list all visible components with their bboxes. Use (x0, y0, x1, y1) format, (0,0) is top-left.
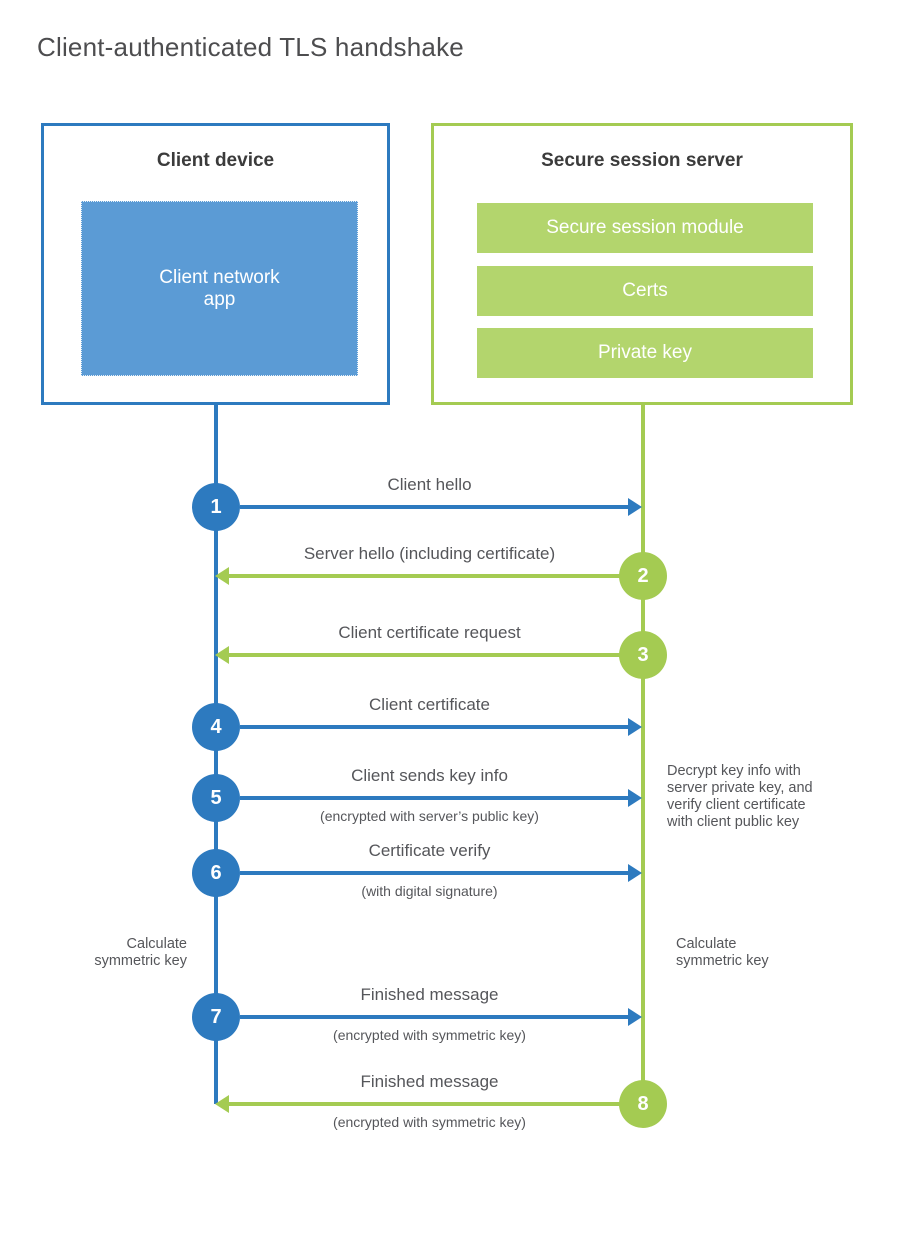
secure-session-server-box: Secure session server Secure session mod… (431, 123, 853, 405)
step-1-number: 1 (210, 495, 222, 518)
client-device-box: Client device Client network app (41, 123, 390, 405)
step-3-number: 3 (637, 643, 649, 666)
calculate-symmetric-key-note-right: Calculate symmetric key (676, 936, 769, 970)
secure-session-module: Secure session module (477, 203, 813, 253)
step-5-badge: 5 (192, 774, 240, 822)
step-2-number: 2 (637, 564, 649, 587)
client-network-app-module: Client network app (81, 201, 358, 376)
step-2-arrowhead-icon (215, 567, 229, 585)
step-7-arrowhead-icon (628, 1008, 642, 1026)
step-6-arrowhead-icon (628, 864, 642, 882)
step-8-number: 8 (637, 1092, 649, 1115)
step-4-arrowhead-icon (628, 718, 642, 736)
step-5-sublabel: (encrypted with server’s public key) (320, 808, 539, 824)
step-3-label: Client certificate request (338, 623, 521, 642)
step-7-number: 7 (210, 1005, 222, 1028)
step-7-badge: 7 (192, 993, 240, 1041)
client-device-title: Client device (156, 150, 275, 171)
step-7-arrow-shaft (240, 1015, 628, 1019)
step-7-label: Finished message (360, 985, 499, 1004)
step-8-arrowhead-icon (215, 1095, 229, 1113)
step-2-label: Server hello (including certificate) (303, 544, 556, 563)
step-8-label: Finished message (360, 1072, 499, 1091)
secure-session-server-title: Secure session server (541, 150, 743, 171)
step-6-label: Certificate verify (368, 841, 491, 860)
step-5-number: 5 (210, 786, 222, 809)
step-5-arrowhead-icon (628, 789, 642, 807)
step-7-sublabel: (encrypted with symmetric key) (333, 1027, 526, 1043)
step-6-number: 6 (210, 861, 222, 884)
step-6-sublabel: (with digital signature) (361, 883, 498, 899)
private-key-module: Private key (477, 328, 813, 378)
step-8-badge: 8 (619, 1080, 667, 1128)
step-3-arrow-shaft (229, 653, 620, 657)
step-6-badge: 6 (192, 849, 240, 897)
step-8-arrow-shaft (229, 1102, 620, 1106)
step-2-badge: 2 (619, 552, 667, 600)
step-2-arrow-shaft (229, 574, 620, 578)
step-8-sublabel: (encrypted with symmetric key) (333, 1114, 526, 1130)
step-1-label: Client hello (387, 475, 472, 494)
certs-module: Certs (477, 266, 813, 316)
step-4-badge: 4 (192, 703, 240, 751)
step-5-label: Client sends key info (351, 766, 508, 785)
step-1-arrow-shaft (240, 505, 628, 509)
step-5-arrow-shaft (240, 796, 628, 800)
client-lifeline (214, 405, 218, 1104)
step-1-arrowhead-icon (628, 498, 642, 516)
step-3-badge: 3 (619, 631, 667, 679)
step-3-arrowhead-icon (215, 646, 229, 664)
step-6-arrow-shaft (240, 871, 628, 875)
step-4-arrow-shaft (240, 725, 628, 729)
calculate-symmetric-key-note-left: Calculate symmetric key (94, 936, 187, 970)
page-title: Client-authenticated TLS handshake (37, 32, 464, 62)
server-lifeline (641, 405, 645, 1105)
step-1-badge: 1 (192, 483, 240, 531)
step-4-label: Client certificate (369, 695, 490, 714)
step-4-number: 4 (210, 715, 222, 738)
decrypt-key-info-note: Decrypt key info with server private key… (667, 763, 813, 831)
